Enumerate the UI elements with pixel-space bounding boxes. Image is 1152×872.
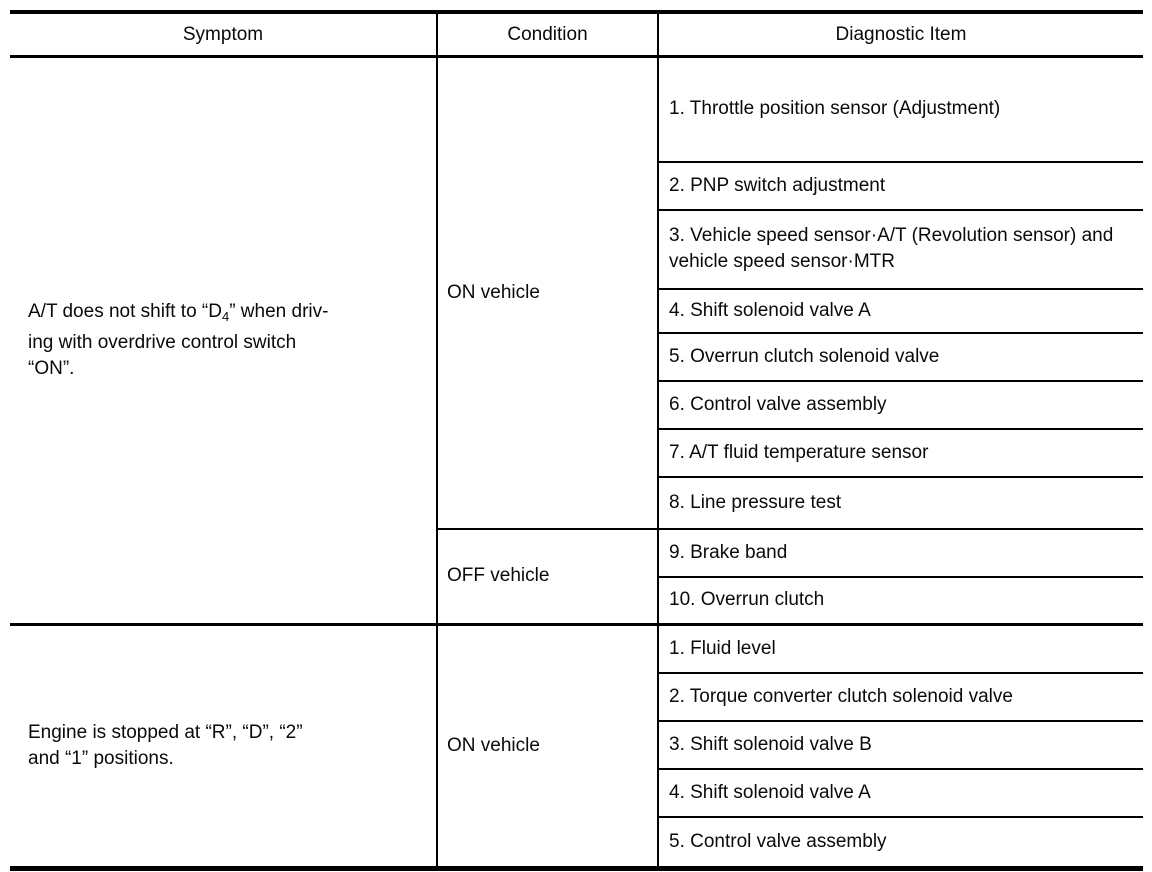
diagnostic-item-cell: 1. Fluid level (657, 623, 1143, 674)
symptom-line-part: ” when driv- (229, 301, 329, 322)
symptom-line-part: Engine is stopped at “R”, “D”, “2” (28, 722, 303, 743)
column-header-symptom: Symptom (10, 12, 437, 58)
diagnostic-item-cell: 2. PNP switch adjustment (657, 161, 1143, 211)
symptom-cell: A/T does not shift to “D4” when driv- in… (10, 57, 437, 625)
table-row: Engine is stopped at “R”, “D”, “2” and “… (10, 623, 1143, 869)
diagnostic-item-cell: 3. Vehicle speed sensor·A/T (Revolution … (657, 209, 1143, 290)
condition-cell-off-vehicle: OFF vehicle (436, 527, 658, 625)
column-header-condition: Condition (436, 12, 658, 58)
diagnostic-item-cell: 10. Overrun clutch (657, 576, 1143, 626)
table-row: 5. Control valve assembly (10, 816, 1143, 870)
symptom-line-part: “ON”. (28, 358, 75, 379)
column-header-diagnostic-item: Diagnostic Item (657, 12, 1143, 58)
symptom-cell: Engine is stopped at “R”, “D”, “2” and “… (10, 623, 437, 869)
symptom-line-part: and “1” positions. (28, 748, 174, 769)
header-row: Symptom Condition Diagnostic Item (10, 12, 1143, 58)
diagnostic-item-cell: 8. Line pressure test (657, 476, 1143, 530)
table-row: 5. Overrun clutch solenoid valve (10, 332, 1143, 382)
table-row: 4. Shift solenoid valve A (10, 768, 1143, 818)
diagnostic-item-cell: 7. A/T fluid temperature sensor (657, 428, 1143, 478)
table-row: 10. Overrun clutch (10, 576, 1143, 626)
diagnostic-item-cell: 6. Control valve assembly (657, 380, 1143, 430)
diagnostic-item-cell: 4. Shift solenoid valve A (657, 768, 1143, 818)
table-row: 2. PNP switch adjustment (10, 161, 1143, 211)
table-row: 3. Vehicle speed sensor·A/T (Revolution … (10, 209, 1143, 290)
table-row: 8. Line pressure test (10, 476, 1143, 530)
symptom-text: Engine is stopped at “R”, “D”, “2” and “… (28, 720, 422, 772)
diagnostic-table: Symptom Condition Diagnostic Item A/T do… (10, 10, 1143, 871)
diagnostic-item-cell: 9. Brake band (657, 527, 1143, 578)
table-row: 3. Shift solenoid valve B (10, 720, 1143, 770)
table-row: 6. Control valve assembly (10, 380, 1143, 430)
table-row: 2. Torque converter clutch solenoid valv… (10, 672, 1143, 722)
diagnostic-item-cell: 3. Shift solenoid valve B (657, 720, 1143, 770)
diagnostic-item-cell: 4. Shift solenoid valve A (657, 288, 1143, 334)
diagnostic-item-cell: 2. Torque converter clutch solenoid valv… (657, 672, 1143, 722)
diagnostic-item-cell: 1. Throttle position sensor (Adjustment) (657, 56, 1143, 163)
symptom-text: A/T does not shift to “D4” when driv- in… (28, 299, 422, 382)
subscript-4: 4 (221, 309, 230, 324)
symptom-line-part: A/T does not shift to “D (28, 301, 222, 322)
symptom-line-part: ing with overdrive control switch (28, 332, 297, 353)
condition-cell-on-vehicle: ON vehicle (436, 56, 658, 529)
table-row: OFF vehicle 9. Brake band (10, 527, 1143, 625)
table-row: 7. A/T fluid temperature sensor (10, 428, 1143, 478)
condition-cell-on-vehicle: ON vehicle (436, 623, 658, 869)
diagnostic-item-cell: 5. Overrun clutch solenoid valve (657, 332, 1143, 382)
diagnostic-item-cell: 5. Control valve assembly (657, 816, 1143, 870)
table-row: 4. Shift solenoid valve A (10, 288, 1143, 334)
table-row: A/T does not shift to “D4” when driv- in… (10, 56, 1143, 529)
